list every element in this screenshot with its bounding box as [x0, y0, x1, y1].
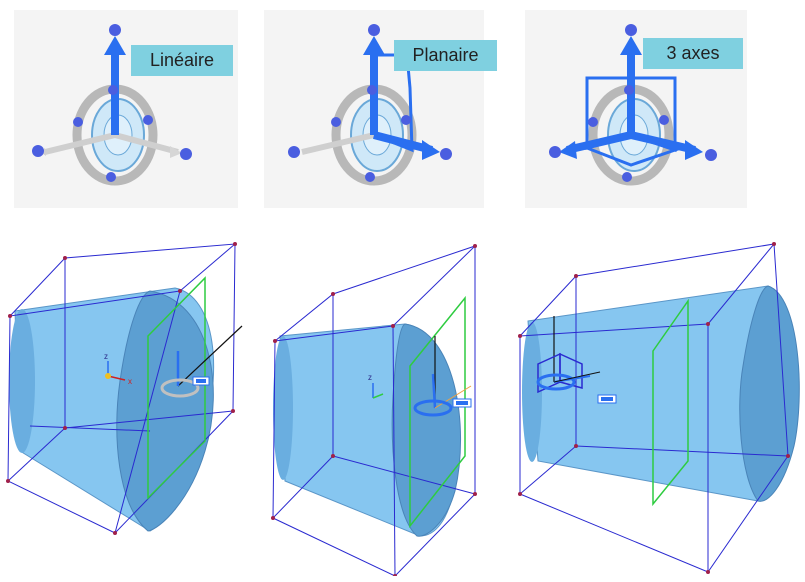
manipulator-planar-panel: Planaire: [262, 0, 502, 210]
linear-manipulator-icon: [32, 24, 192, 186]
label-linear: Linéaire: [131, 45, 233, 76]
scene-three-axes-viewport[interactable]: [518, 236, 805, 582]
three-axes-manipulator-icon: [549, 24, 717, 186]
manipulator-linear-panel: Linéaire: [0, 0, 240, 210]
scene-planar: z: [265, 236, 515, 576]
manipulator-3axes-panel: 3 axes: [525, 0, 765, 210]
label-planar: Planaire: [394, 40, 497, 71]
label-three-axes: 3 axes: [643, 38, 743, 69]
axis-label-z-2: z: [368, 373, 372, 382]
scene-linear: z x: [0, 236, 260, 546]
axis-label-x: x: [128, 377, 132, 386]
planar-manipulator-icon: [288, 24, 452, 186]
scene-planar-viewport[interactable]: z: [265, 236, 515, 576]
axis-label-z: z: [104, 352, 108, 361]
scene-three-axes: [518, 236, 805, 582]
scene-linear-viewport[interactable]: z x: [0, 236, 260, 546]
